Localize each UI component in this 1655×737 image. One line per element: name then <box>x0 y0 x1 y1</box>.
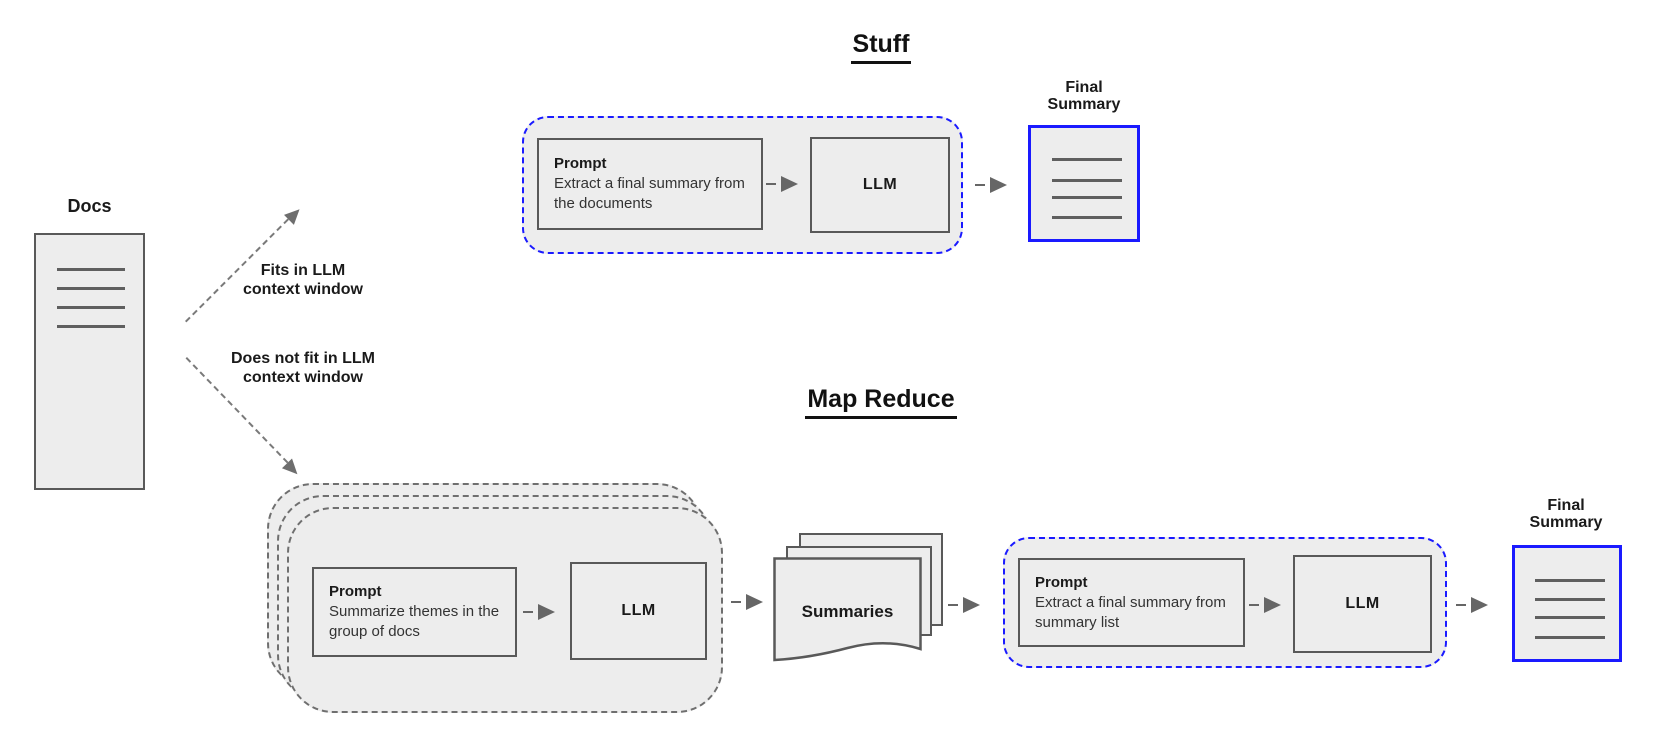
llm-label: LLM <box>862 176 898 193</box>
arrowhead-icon <box>538 604 555 620</box>
flow-arrow-llm-to-final <box>1456 597 1488 613</box>
llm-label: LLM <box>1345 595 1380 612</box>
final-summary-label-line: Summary <box>1047 96 1121 113</box>
arrowhead-icon <box>990 177 1007 193</box>
reduce-prompt-box: Prompt Extract a final summary from summ… <box>1018 558 1245 647</box>
doc-line <box>1052 179 1122 182</box>
arrow-dash <box>975 183 985 187</box>
docs-label: Docs <box>67 196 112 216</box>
map-llm-box: LLM <box>570 562 707 660</box>
prompt-body: Extract a final summary from summary lis… <box>1035 593 1226 631</box>
doc-line <box>1535 579 1605 582</box>
doc-line <box>1052 216 1122 219</box>
branch-label-fits: Fits in LLM context window <box>218 261 388 299</box>
arrowhead-icon <box>963 597 980 613</box>
stuff-title: Stuff <box>781 30 981 64</box>
stuff-title-text: Stuff <box>850 30 912 64</box>
arrowhead-icon <box>1471 597 1488 613</box>
stuff-llm-box: LLM <box>810 137 950 233</box>
map-prompt-box: Prompt Summarize themes in the group of … <box>312 567 517 657</box>
arrow-dash <box>523 610 533 614</box>
doc-line <box>1052 158 1122 161</box>
arrow-dash <box>948 603 958 607</box>
stuff-final-summary-document <box>1028 125 1140 242</box>
summaries-page-front <box>773 557 922 662</box>
prompt-heading: Prompt <box>1035 573 1088 591</box>
flow-arrow-mapprompt-to-llm <box>523 604 555 620</box>
arrow-dash <box>766 182 776 186</box>
summaries-page-outline <box>773 557 922 662</box>
reduce-final-summary-label: Final Summary <box>1510 497 1622 531</box>
prompt-heading: Prompt <box>329 583 382 600</box>
arrow-dash <box>1456 603 1466 607</box>
doc-line <box>57 287 125 290</box>
map-reduce-title-text: Map Reduce <box>805 385 957 419</box>
flow-arrow-llm-to-summaries <box>731 594 763 610</box>
prompt-body: Extract a final summary from the documen… <box>554 175 745 212</box>
doc-line <box>57 325 125 328</box>
arrowhead-icon <box>746 594 763 610</box>
doc-line <box>57 306 125 309</box>
final-summary-label-line: Final <box>1065 79 1103 96</box>
arrowhead-icon <box>781 176 798 192</box>
doc-line <box>57 268 125 271</box>
arrowhead-icon <box>283 204 305 225</box>
flow-arrow-summaries-to-reduce <box>948 597 980 613</box>
flow-arrow-prompt-to-llm <box>766 176 798 192</box>
branch-label-line: context window <box>243 369 363 386</box>
doc-line <box>1052 196 1122 199</box>
flow-arrow-llm-to-summary <box>975 177 1007 193</box>
llm-label: LLM <box>621 602 656 619</box>
summaries-label: Summaries <box>801 602 894 621</box>
docs-document <box>34 233 145 490</box>
prompt-heading: Prompt <box>554 155 607 172</box>
map-reduce-title: Map Reduce <box>771 385 991 419</box>
doc-line <box>1535 598 1605 601</box>
arrowhead-icon <box>1264 597 1281 613</box>
reduce-llm-box: LLM <box>1293 555 1432 653</box>
doc-line <box>1535 636 1605 639</box>
branch-label-does-not-fit: Does not fit in LLM context window <box>218 349 388 387</box>
stuff-prompt-box: Prompt Extract a final summary from the … <box>537 138 763 230</box>
branch-label-line: Fits in LLM <box>260 262 346 279</box>
flow-arrow-reduceprompt-to-llm <box>1249 597 1281 613</box>
branch-label-line: context window <box>243 281 363 298</box>
stuff-final-summary-label: Final Summary <box>1028 79 1140 113</box>
branch-label-line: Does not fit in LLM <box>231 350 375 367</box>
arrowhead-icon <box>281 458 303 480</box>
prompt-body: Summarize themes in the group of docs <box>329 603 500 640</box>
arrow-dash <box>1249 603 1259 607</box>
final-summary-label-line: Summary <box>1529 514 1603 531</box>
doc-line <box>1535 616 1605 619</box>
arrow-dash <box>731 600 741 604</box>
reduce-final-summary-document <box>1512 545 1622 662</box>
final-summary-label-line: Final <box>1547 497 1585 514</box>
